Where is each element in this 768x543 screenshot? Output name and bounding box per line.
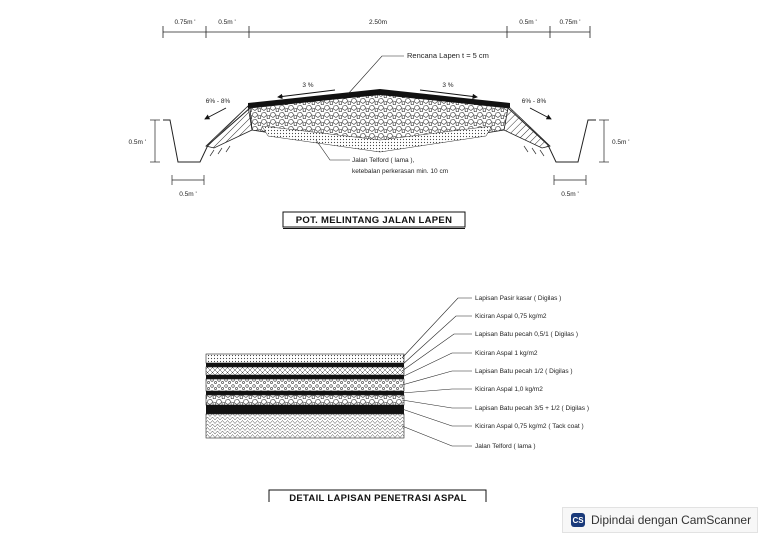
- layer-telford: [205, 413, 405, 439]
- leader-plan-label: [347, 55, 404, 95]
- ditch-width-dim-left: [171, 175, 205, 185]
- slope-side-right-label: 6% - 8%: [522, 98, 547, 105]
- dim-top-1: 0.75m ': [174, 19, 195, 26]
- slope-center-left-label: 3 %: [302, 82, 313, 89]
- dim-top-2: 0.5m ': [218, 19, 236, 26]
- layer-kiciran-3: [206, 391, 404, 395]
- left-shoulder-hatch: [205, 105, 253, 149]
- layer-label-8: Kiciran Aspal 0,75 kg/m2 ( Tack coat ): [475, 423, 584, 430]
- layer-label-5: Lapisan Batu pecah 1/2 ( Digilas ): [475, 368, 573, 375]
- ditch-width-left-label: 0.5m ': [179, 191, 197, 198]
- ditch-width-dim-right: [553, 175, 587, 185]
- cross-section-title-box: [282, 211, 466, 228]
- layer-kiciran-1: [206, 363, 404, 367]
- camscanner-logo-icon: CS: [571, 513, 585, 527]
- layer-label-4: Kiciran Aspal 1 kg/m2: [475, 350, 538, 357]
- detail-leaders: [401, 297, 472, 447]
- layer-label-7: Lapisan Batu pecah 3/5 + 1/2 ( Digilas ): [475, 405, 589, 412]
- slope-arrow-center-left: [277, 89, 336, 100]
- ditch-depth-dim-left: [150, 119, 160, 163]
- layer-label-1: Lapisan Pasir kasar ( Digilas ): [475, 295, 561, 302]
- dim-top-3: 2.50m: [369, 19, 387, 26]
- detail-title-box: [268, 489, 487, 502]
- layer-kiciran-4: [206, 405, 404, 414]
- layer-batu-pecah-35: [205, 394, 405, 406]
- ditch-depth-left-label: 0.5m ': [129, 139, 147, 146]
- leader-telford-label: [315, 139, 350, 161]
- detail-layers: Lapisan Pasir kasar ( Digilas ) Kiciran …: [205, 295, 589, 504]
- ditch-depth-right-label: 0.5m ': [612, 139, 630, 146]
- layer-kiciran-2: [206, 375, 404, 379]
- layer-label-9: Jalan Telford ( lama ): [475, 443, 536, 450]
- slope-center-right-label: 3 %: [442, 82, 453, 89]
- slope-arrow-center-right: [419, 89, 478, 100]
- layer-batu-pecah-05: [205, 366, 405, 376]
- camscanner-watermark: CS Dipindai dengan CamScanner: [562, 507, 758, 533]
- ditch-width-right-label: 0.5m ': [561, 191, 579, 198]
- cross-section: 0.75m ' 0.5m ' 2.50m 0.5m ' 0.75m ' 3 % …: [129, 19, 630, 229]
- telford-label-line1: Jalan Telford ( lama ),: [352, 157, 415, 164]
- ditch-depth-dim-right: [599, 119, 609, 163]
- right-shoulder-hatch: [503, 105, 551, 149]
- layer-label-6: Kiciran Aspal 1,0 kg/m2: [475, 386, 543, 393]
- slope-side-left-label: 6% - 8%: [206, 98, 231, 105]
- watermark-text: Dipindai dengan CamScanner: [591, 513, 752, 527]
- slope-arrow-side-right: [529, 107, 552, 120]
- slope-arrow-side-left: [204, 107, 227, 120]
- layer-batu-pecah-12: [205, 378, 405, 392]
- layer-label-2: Kiciran Aspal 0,75 kg/m2: [475, 313, 547, 320]
- cross-section-title: POT. MELINTANG JALAN LAPEN: [296, 215, 452, 226]
- ground-ticks: [209, 145, 545, 157]
- layer-pasir-kasar: [205, 353, 405, 364]
- telford-label-line2: ketebalan perkerasan min. 10 cm: [352, 168, 448, 175]
- telford-base: [261, 125, 493, 153]
- top-dimension-line: [162, 26, 591, 38]
- lapen-surface: [248, 89, 510, 108]
- detail-title: DETAIL LAPISAN PENETRASI ASPAL: [289, 493, 467, 504]
- layer-label-3: Lapisan Batu pecah 0,5/1 ( Digilas ): [475, 331, 578, 338]
- plan-label: Rencana Lapen t = 5 cm: [407, 51, 489, 60]
- dim-top-4: 0.5m ': [519, 19, 537, 26]
- dim-top-5: 0.75m ': [559, 19, 580, 26]
